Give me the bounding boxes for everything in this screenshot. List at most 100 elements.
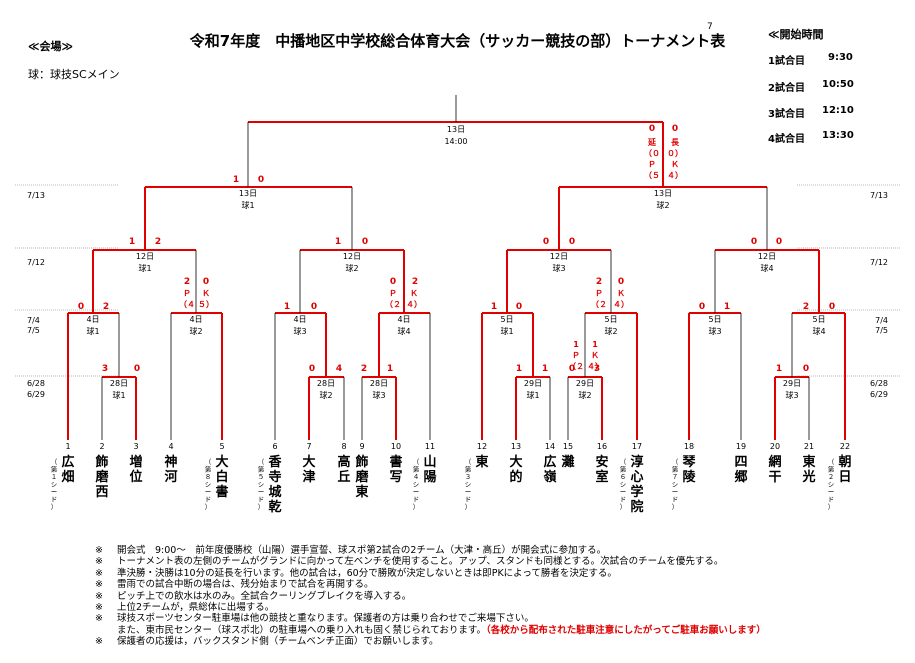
team-name: 朝日 bbox=[838, 454, 851, 485]
team-number: 21 bbox=[804, 442, 814, 451]
team-name: 四郷 bbox=[734, 455, 747, 485]
team-number: 5 bbox=[219, 442, 224, 451]
vertical-char: 朝 bbox=[838, 454, 851, 470]
team-name: 広嶺 bbox=[542, 454, 556, 485]
team-number: 12 bbox=[477, 442, 487, 451]
vertical-char: 灘 bbox=[561, 454, 574, 470]
score: 1 bbox=[542, 364, 548, 374]
score: 0 bbox=[699, 302, 705, 312]
match-date-label: 29日 bbox=[783, 379, 801, 388]
score: 0 bbox=[134, 364, 140, 374]
score: 0 bbox=[362, 237, 368, 247]
vertical-char: （ bbox=[465, 458, 472, 466]
score: 4 bbox=[336, 364, 342, 374]
score: 0 bbox=[311, 302, 317, 312]
team-number: 16 bbox=[597, 442, 607, 451]
pk-mark: 延 bbox=[647, 137, 657, 147]
match-court-label: 球2 bbox=[604, 326, 617, 336]
pk-mark: （２ bbox=[385, 299, 401, 309]
vertical-char: ド bbox=[258, 496, 265, 504]
match-court-label: 球1 bbox=[112, 390, 125, 400]
team-number: 7 bbox=[306, 442, 311, 451]
team-name: 山陽 bbox=[423, 454, 436, 485]
vertical-char: ） bbox=[205, 503, 212, 511]
vertical-char: 東 bbox=[802, 454, 815, 470]
match-date-label: 13日 bbox=[654, 189, 672, 198]
pk-mark: （４ bbox=[179, 299, 195, 309]
vertical-char: 大 bbox=[215, 454, 228, 470]
vertical-char: 干 bbox=[768, 470, 781, 485]
team-name: 灘 bbox=[561, 454, 574, 470]
score: 2 bbox=[103, 302, 109, 312]
match-court-label: 球4 bbox=[760, 263, 773, 273]
date-label-right: 6/28 bbox=[870, 379, 888, 388]
venue-value: 球：球技SCメイン bbox=[28, 68, 120, 81]
pk-mark: （５ bbox=[644, 170, 660, 180]
match-court-label: 球1 bbox=[138, 263, 151, 273]
match-date-label: 13日 bbox=[447, 125, 465, 134]
score: 0 bbox=[543, 237, 549, 247]
match-court-label: 球3 bbox=[372, 390, 385, 400]
score: 2 bbox=[155, 237, 161, 247]
vertical-char: 室 bbox=[595, 469, 608, 485]
vertical-char: 網 bbox=[768, 454, 781, 470]
vertical-char: ） bbox=[465, 503, 472, 511]
score: 2 bbox=[184, 277, 190, 287]
pk-mark: Ｐ bbox=[389, 289, 397, 298]
match-court-label: 球1 bbox=[526, 390, 539, 400]
match-court-label: 球3 bbox=[785, 390, 798, 400]
vertical-char: ド bbox=[828, 496, 835, 504]
match-court-label: 14:00 bbox=[444, 137, 467, 146]
match-date-label: 12日 bbox=[343, 252, 361, 261]
vertical-char: 第 bbox=[51, 465, 58, 474]
vertical-char: シ bbox=[620, 481, 627, 489]
vertical-char: （ bbox=[672, 458, 679, 466]
team-number: 18 bbox=[684, 442, 694, 451]
vertical-char: １ bbox=[51, 473, 58, 481]
schedule-item-1-label: 1試合目 bbox=[768, 56, 805, 67]
vertical-char: ド bbox=[51, 496, 58, 504]
note-parking-line: また、東市民センター（球スポ北）の駐車場への乗り入れも固く禁じられております。（… bbox=[117, 624, 766, 636]
score: 0 bbox=[203, 277, 209, 287]
team-number: 14 bbox=[545, 442, 555, 451]
score: 3 bbox=[102, 364, 108, 374]
vertical-char: 四 bbox=[734, 455, 747, 470]
vertical-char: 第 bbox=[413, 465, 420, 474]
score: 1 bbox=[573, 340, 579, 349]
team-name: 琴陵 bbox=[682, 454, 696, 485]
vertical-char: 的 bbox=[509, 469, 522, 485]
vertical-char: 第 bbox=[828, 465, 835, 474]
note-line: ※保護者の応援は，バックスタンド側（チームベンチ正面）でお願いします。 bbox=[95, 636, 439, 648]
match-date-label: 4日 bbox=[397, 315, 410, 324]
team-name: 大的 bbox=[509, 454, 522, 485]
score: 1 bbox=[724, 302, 730, 312]
team-number: 2 bbox=[99, 442, 104, 451]
page-number: 7 bbox=[707, 22, 713, 32]
date-label-right: 7/13 bbox=[870, 191, 888, 200]
match-date-label: 5日 bbox=[708, 315, 721, 324]
vertical-char: ー bbox=[205, 488, 212, 496]
vertical-char: 寺 bbox=[268, 469, 281, 485]
match-date-label: 13日 bbox=[239, 189, 257, 198]
vertical-char: 東 bbox=[475, 454, 488, 470]
match-date-label: 28日 bbox=[317, 379, 335, 388]
match-court-label: 球2 bbox=[319, 390, 332, 400]
page-title: 令和7年度 中播地区中学校総合体育大会（サッカー競技の部）トーナメント表 bbox=[189, 32, 726, 50]
vertical-char: 院 bbox=[630, 499, 643, 515]
vertical-char: ー bbox=[51, 488, 58, 496]
vertical-char: ８ bbox=[205, 473, 212, 481]
team-number: 15 bbox=[563, 442, 573, 451]
vertical-char: 白 bbox=[215, 469, 228, 485]
vertical-char: ー bbox=[620, 488, 627, 496]
team-number: 19 bbox=[736, 442, 746, 451]
team-name: 安室 bbox=[595, 454, 608, 485]
vertical-char: シ bbox=[413, 481, 420, 489]
score: 2 bbox=[412, 277, 418, 287]
